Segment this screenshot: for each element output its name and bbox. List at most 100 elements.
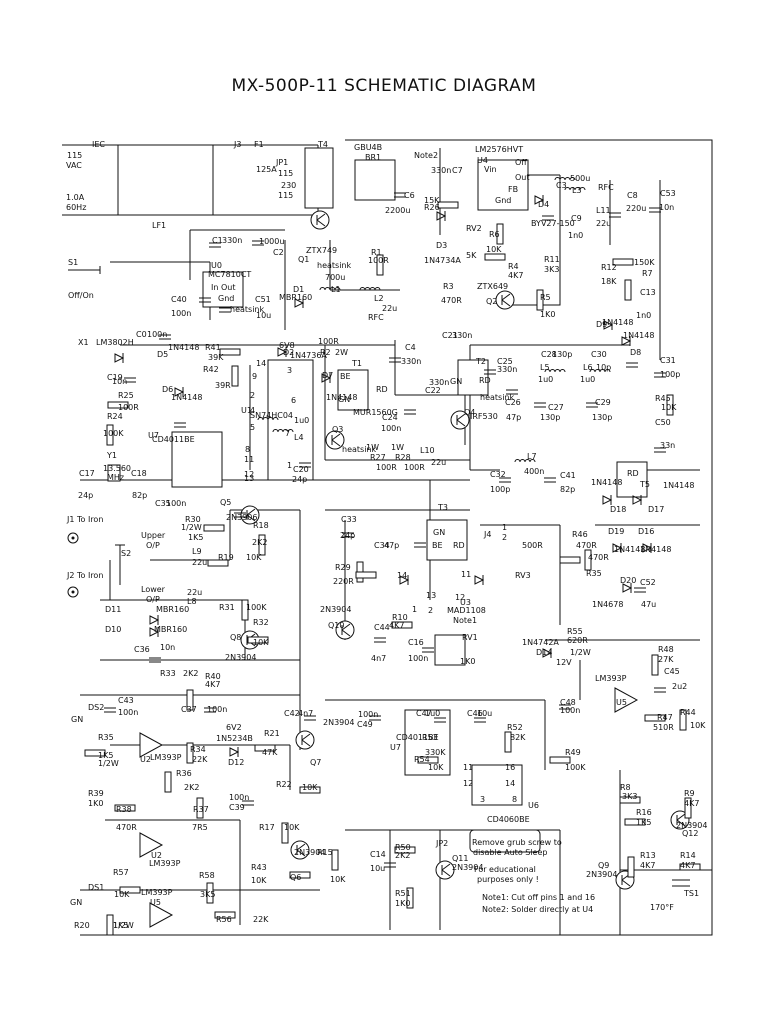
label-pins_u1-9: 3 [287,366,292,375]
label-c51-0: C51 [255,295,271,304]
capacitor-38 [384,862,396,868]
capacitor-36 [559,704,571,710]
label-pins_u6-2: 16 [505,763,515,772]
label-r47-1: 510R [653,723,674,732]
label-t3-2: GN [433,528,445,537]
diode-10 [632,495,643,505]
label-l9-1: 22u [192,558,207,567]
capacitor-29 [104,707,116,713]
capacitor-8 [159,334,171,340]
diode-6 [321,373,332,383]
label-ts1-1: 170°F [650,903,674,912]
label-t3-0: T3 [437,503,448,512]
label-r35-1: 470R [588,553,609,562]
label-d5-0: D5 [157,350,168,359]
label-l3-0: 500u [570,174,590,183]
transistor-6-leads [341,623,351,637]
label-pins_u3-3: 12 [455,593,465,602]
label-r35b-1: 1K5 [98,751,113,760]
label-fuse-0: F1 [254,140,264,149]
label-c4-0: C4 [405,343,416,352]
label-q6-1: Q6 [290,873,301,882]
label-l1-0: 700u [325,273,345,282]
label-l4-0: 1u0 [294,416,309,425]
label-c6-0: C6 [404,191,415,200]
label-r58-0: R58 [199,871,215,880]
label-d12-1: 1N5234B [216,734,253,743]
label-u2a-1: LM393P [150,753,182,762]
label-d11-0: D11 [105,605,121,614]
label-c18-1: 82p [132,491,147,500]
label-pins_u1-0: 14 [256,359,266,368]
label-bridge-0: GBU4B [354,143,382,152]
inductor-4 [514,459,536,463]
label-c1-1: 330n [222,236,242,245]
label-r16-0: R16 [636,808,652,817]
resistor-24 [281,822,289,844]
label-l1-1: L1 [331,285,341,294]
label-r46-1: 470R [576,541,597,550]
resistor-41 [624,818,646,826]
capacitor-32 [242,800,254,806]
transformer-t4 [304,147,334,209]
label-r38-0: R38 [116,805,132,814]
label-iec: IEC [92,140,105,149]
label-c14-0: C14 [370,850,386,859]
comparator-0 [139,732,164,758]
label-r32-0: R32 [253,618,269,627]
label-r29-1: 220R [333,577,354,586]
label-r28-2: 100R [404,463,425,472]
resistor-2 [496,223,504,245]
label-r33-0: R33 [160,669,176,678]
resistor-13 [247,636,269,644]
label-q3-1: heatsink [342,445,376,454]
label-c53-1: 10n [659,203,674,212]
label-pins_u6-4: 3 [480,795,485,804]
label-d4-0: D4 [538,200,549,209]
capacitor-9 [124,377,136,383]
label-c49-0: C49 [357,720,373,729]
label-q10-1: Q10 [328,621,344,630]
label-r9-0: R9 [684,789,695,798]
label-d1-0: D1 [293,285,304,294]
label-q6-0: 2N3904 [294,848,325,857]
label-r39-1: 1K0 [88,799,103,808]
coupler-u3 [434,634,466,666]
resistor-37 [394,846,416,854]
label-s2-2: O/P [146,541,160,550]
resistor-43 [679,863,701,871]
label-q4-1: IRF530 [470,412,498,421]
label-r40-0: R40 [205,672,221,681]
label-c50-1: 33n [660,441,675,450]
label-r6-1: 10K [486,245,502,254]
label-d14-1: 12V [556,658,572,667]
regulator-u4 [477,159,529,211]
label-c19-0: C19 [107,373,123,382]
label-c21-1: 330n [452,331,472,340]
label-x1-1: LM3802H [96,338,134,347]
label-c20-0: C20 [293,465,309,474]
resistor-3 [612,258,634,266]
label-jp2: JP2 [435,839,448,848]
resistor-26 [331,849,339,871]
label-r37-1: 7R5 [192,823,208,832]
comparator-1 [139,832,164,858]
label-r20-1: 1K5 [113,921,128,930]
capacitor-39 [634,587,646,593]
capacitor-33 [369,715,381,721]
label-c6-1: 2200u [385,206,410,215]
label-u7a-0: U7 [148,431,159,440]
label-r12-1: 18K [601,277,617,286]
resistor-5 [219,348,241,356]
label-u0-3: Gnd [218,294,234,303]
label-pins_u6-3: 14 [505,779,515,788]
label-c9-1: 1n0 [568,231,583,240]
label-c22-1: 330n [429,378,449,387]
label-r2-0: 100R [318,337,339,346]
label-c30-0: C30 [591,350,607,359]
label-l7-1: 400n [524,467,544,476]
components [67,144,701,936]
label-r53-1: 330K [425,748,446,757]
label-rv3-0: RV3 [515,571,531,580]
